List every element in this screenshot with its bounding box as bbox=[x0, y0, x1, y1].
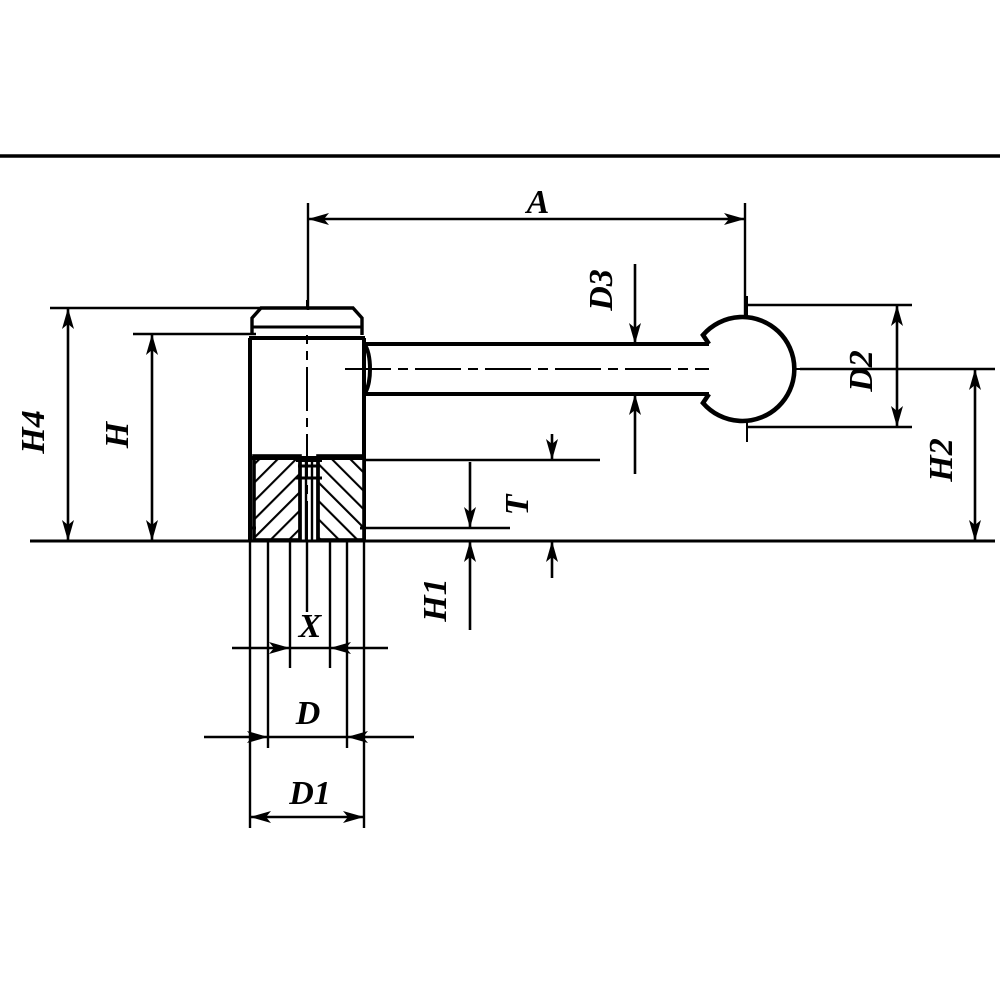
dim-label-X: X bbox=[298, 608, 323, 645]
dim-label-D2: D2 bbox=[843, 350, 880, 393]
bore-entry-nib bbox=[296, 456, 322, 462]
section-hatch-left bbox=[252, 454, 302, 542]
dimension-A bbox=[306, 203, 747, 318]
dimension-H4 bbox=[50, 306, 262, 541]
dim-label-D: D bbox=[295, 695, 321, 732]
dimension-H1 bbox=[364, 462, 510, 630]
dim-label-H2: H2 bbox=[923, 438, 960, 482]
dim-label-D3: D3 bbox=[583, 269, 620, 312]
dimension-T bbox=[364, 434, 600, 578]
ball-knob-outline bbox=[700, 314, 797, 424]
bottom-extension-lines bbox=[248, 541, 366, 828]
dimension-H2 bbox=[800, 367, 995, 541]
dimension-H bbox=[133, 332, 256, 541]
dimension-D2 bbox=[747, 303, 912, 429]
dim-label-D1: D1 bbox=[288, 775, 331, 812]
handle-cap-outline bbox=[250, 306, 364, 335]
dim-label-H: H bbox=[99, 420, 136, 449]
lever-shaft-fillet bbox=[362, 342, 372, 396]
dim-label-H1: H1 bbox=[417, 578, 454, 622]
dim-label-A: A bbox=[525, 184, 550, 221]
dim-label-H4: H4 bbox=[15, 410, 52, 454]
dim-label-T: T bbox=[499, 493, 536, 515]
lever-shaft-outline bbox=[364, 342, 700, 396]
